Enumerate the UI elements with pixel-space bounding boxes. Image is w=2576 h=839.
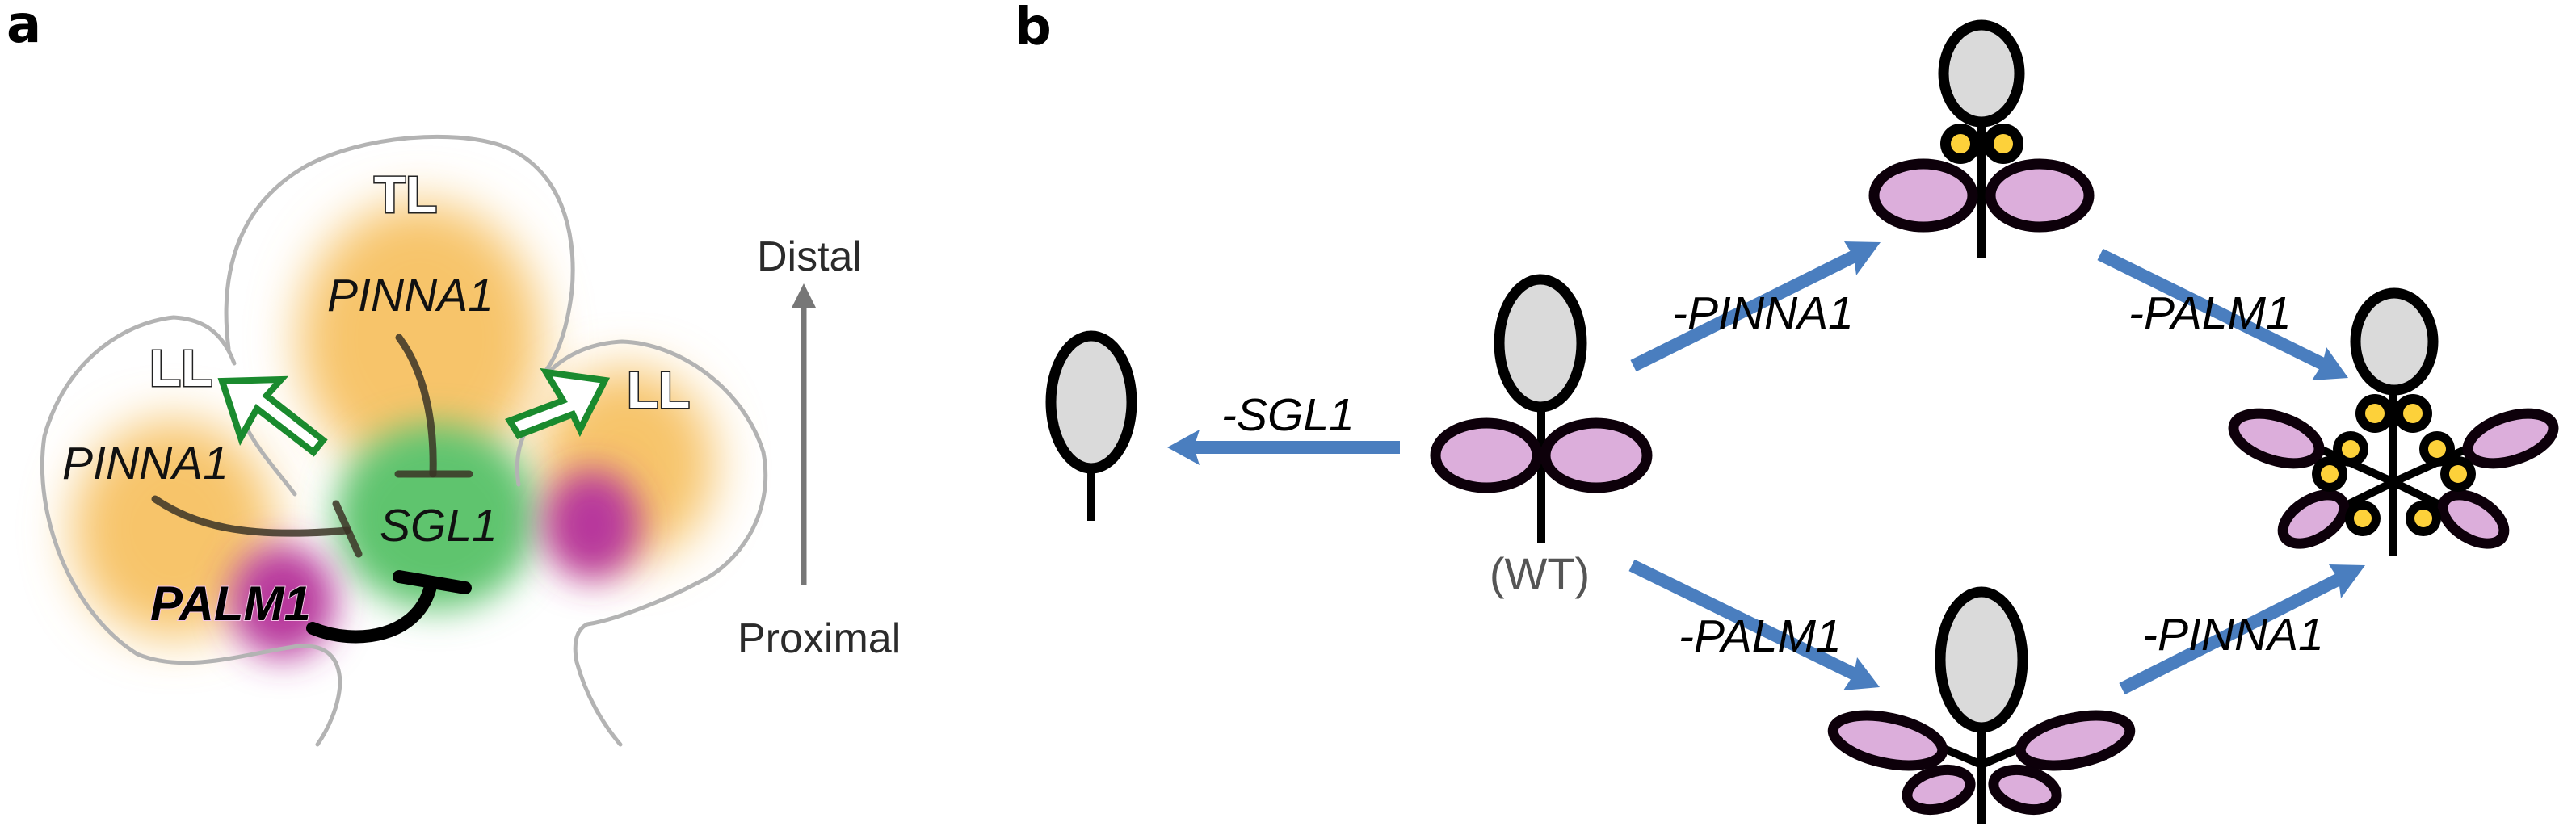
plant-palm1 (1827, 586, 2136, 824)
stipule-inner (1951, 134, 1970, 153)
right-leaflet-outline (545, 339, 768, 747)
tl-label: TL (374, 166, 437, 224)
panel-a-letter: a (6, 0, 41, 55)
lateral-leaflet-upper-right (2462, 408, 2559, 469)
repression-line (151, 495, 351, 537)
arrow-wt-to-palm1: -PALM1 (1628, 559, 1880, 690)
left-leaflet-outline (40, 315, 342, 747)
repression-bar (332, 500, 363, 558)
lateral-leaflet-lower-right (1988, 764, 2062, 816)
stipule-inner (1994, 134, 2013, 153)
sgl1-domain (335, 424, 537, 610)
edge-label-pinna1-lower: -PINNA1 (2142, 609, 2324, 661)
sgl1-label: SGL1 (380, 500, 498, 552)
terminal-leaflet (1045, 330, 1137, 474)
palm1-label: PALM1 (150, 577, 311, 631)
arrow-shaft (1630, 250, 1858, 372)
terminal-leaflet (1494, 274, 1587, 413)
proximal-label: Proximal (738, 615, 901, 662)
arrow-head (1843, 657, 1880, 690)
lateral-leaflet-left (1868, 158, 1978, 233)
lateral-leaflet-left (1430, 417, 1543, 493)
proximodistal-axis: Distal Proximal (738, 233, 901, 662)
edge-label-sgl1: -SGL1 (1221, 389, 1355, 441)
arrow-pinna1-to-double: -PALM1 (2097, 248, 2348, 380)
palm1-domain-right (544, 470, 641, 580)
terminal-leaflet (1935, 586, 2028, 733)
repression-line (306, 577, 438, 644)
panel-b-letter: b (1015, 0, 1052, 57)
pinna1-left-repression (151, 495, 363, 558)
panel-b: b (WT) (1015, 0, 2559, 824)
plant-wt: (WT) (1430, 274, 1653, 599)
palm1-repression (306, 570, 472, 644)
stipules (2312, 394, 2476, 536)
arrow-wt-to-pinna1: -PINNA1 (1630, 241, 1881, 372)
arrow-palm1-to-double: -PINNA1 (2119, 564, 2365, 695)
promotion-arrow-left (217, 375, 328, 457)
expression-domains (73, 202, 715, 658)
pinna1-label-terminal: PINNA1 (327, 270, 494, 321)
arrow-shaft (2119, 573, 2343, 695)
arrow-wt-to-sgl1: -SGL1 (1167, 389, 1400, 465)
panel-a: a TL LL LL PINNA1 PINNA1 SGL1 PALM1 (6, 0, 901, 747)
lateral-leaflet-upper-right (2015, 710, 2136, 771)
edge-label-palm1-upper: -PALM1 (2128, 287, 2292, 339)
promotion-arrow-right (505, 367, 611, 439)
arrow-head (2329, 564, 2365, 598)
edge-label-palm1-lower: -PALM1 (1679, 610, 1842, 662)
arrow-shaft (2097, 248, 2326, 371)
terminal-leaflet-outline (224, 134, 575, 374)
pinna1-terminal-repression (394, 334, 473, 478)
plant-sgl1 (1045, 330, 1137, 521)
plant-palm1-pinna1 (2228, 287, 2559, 556)
lateral-leaflet-lower-right (2437, 489, 2510, 549)
edge-label-pinna1-upper: -PINNA1 (1672, 287, 1854, 339)
repression-line (395, 334, 437, 478)
axis-arrowhead (792, 283, 816, 308)
arrow-head (1844, 241, 1881, 275)
lateral-leaflet-upper-left (2228, 408, 2325, 469)
repression-bar (393, 570, 472, 594)
lateral-leaflet-lower-left (2277, 489, 2350, 549)
lateral-leaflet-right (1540, 417, 1653, 493)
plant-pinna1 (1868, 19, 2095, 258)
arrow-head (2312, 347, 2348, 380)
lateral-leaflet-lower-left (1902, 764, 1976, 816)
distal-label: Distal (757, 233, 862, 280)
ll-label-right: LL (627, 361, 690, 419)
wt-label: (WT) (1490, 548, 1590, 599)
terminal-leaflet (2350, 287, 2439, 396)
pinna1-domain-left (73, 420, 275, 638)
lateral-leaflet-right (1985, 158, 2095, 233)
leaf-outline (40, 134, 768, 747)
lateral-leaflet-upper-left (1827, 710, 1948, 771)
terminal-leaflet (1938, 19, 2025, 128)
arrow-shaft (1628, 559, 1858, 681)
pinna1-label-left: PINNA1 (62, 438, 229, 489)
ll-label-left: LL (149, 339, 212, 397)
arrow-head (1167, 430, 1200, 465)
pinna1-domain-terminal (299, 202, 541, 476)
